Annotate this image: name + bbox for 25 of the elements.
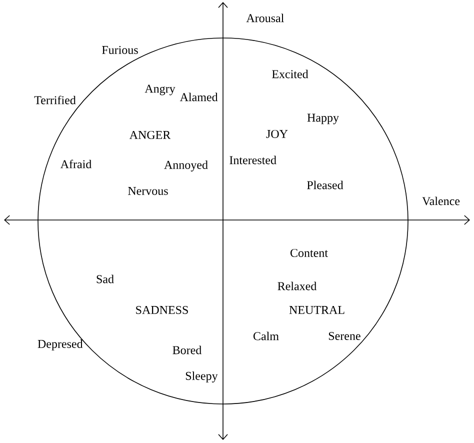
emotion-label: Afraid xyxy=(60,160,92,168)
emotion-label: Angry xyxy=(144,84,176,96)
emotion-label: Nervous xyxy=(128,187,168,195)
emotion-label: Depresed xyxy=(38,340,83,350)
emotion-label: Sleepy xyxy=(186,372,218,382)
axis-label: Arousal xyxy=(246,14,284,22)
emotion-label: Serene xyxy=(328,332,360,340)
emotion-label: Excited xyxy=(272,70,308,78)
emotion-label: Happy xyxy=(307,114,339,124)
category-label: JOY xyxy=(266,130,288,138)
category-label: ANGER xyxy=(129,130,171,139)
axis-label: Valence xyxy=(422,196,460,206)
emotion-label: Calm xyxy=(254,332,279,340)
emotion-label: Furious xyxy=(102,46,138,54)
emotion-label: Terrified xyxy=(34,96,76,104)
emotion-label: Relaxed xyxy=(278,282,317,290)
emotion-label: Interested xyxy=(230,156,276,164)
category-label: SADNESS xyxy=(136,306,188,314)
emotion-label: Annoyed xyxy=(164,160,208,172)
emotion-label: Content xyxy=(290,248,328,257)
emotion-label: Bored xyxy=(172,346,202,354)
emotion-label: Sad xyxy=(96,274,114,284)
category-label: NEUTRAL xyxy=(289,306,344,314)
emotion-label: Alamed xyxy=(180,92,218,102)
emotion-label: Pleased xyxy=(307,180,344,190)
